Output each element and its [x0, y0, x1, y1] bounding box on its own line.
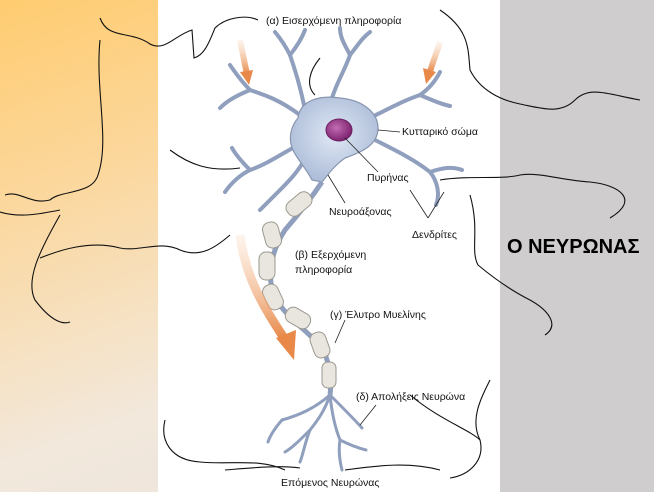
label-dendrites: Δενδρίτες: [412, 229, 457, 241]
page-title: Ο ΝΕΥΡΩΝΑΣ: [507, 236, 640, 258]
flow-arrows: [235, 39, 443, 360]
label-incoming: (α) Εισερχόμενη πληροφορία: [266, 15, 401, 27]
label-terminals: (δ) Απολήξεις Νευρώνα: [356, 391, 465, 403]
incoming-arrow-left: [237, 39, 250, 75]
neuron: [218, 26, 464, 472]
label-axon: Νευροάξονας: [329, 206, 392, 218]
label-next-neuron: Επόμενος Νευρώνας: [281, 477, 379, 489]
leader-lines: [327, 129, 445, 426]
label-nucleus: Πυρήνας: [367, 172, 409, 184]
right-background-panel: [500, 0, 654, 492]
label-outgoing-line1: (β) Εξερχόμενη: [295, 249, 366, 261]
label-myelin: (γ) Έλυτρο Μυελίνης: [330, 309, 426, 321]
label-outgoing-line2: πληροφορία: [295, 264, 352, 276]
incoming-arrow-right: [427, 41, 443, 73]
hand-drawn-scribbles: [0, 9, 641, 479]
axon: [268, 180, 334, 396]
outgoing-arrow: [235, 234, 288, 341]
label-cell-body: Κυτταρικό σώμα: [402, 126, 478, 138]
nucleus-shape: [325, 118, 353, 142]
axon-terminals: [266, 393, 368, 472]
